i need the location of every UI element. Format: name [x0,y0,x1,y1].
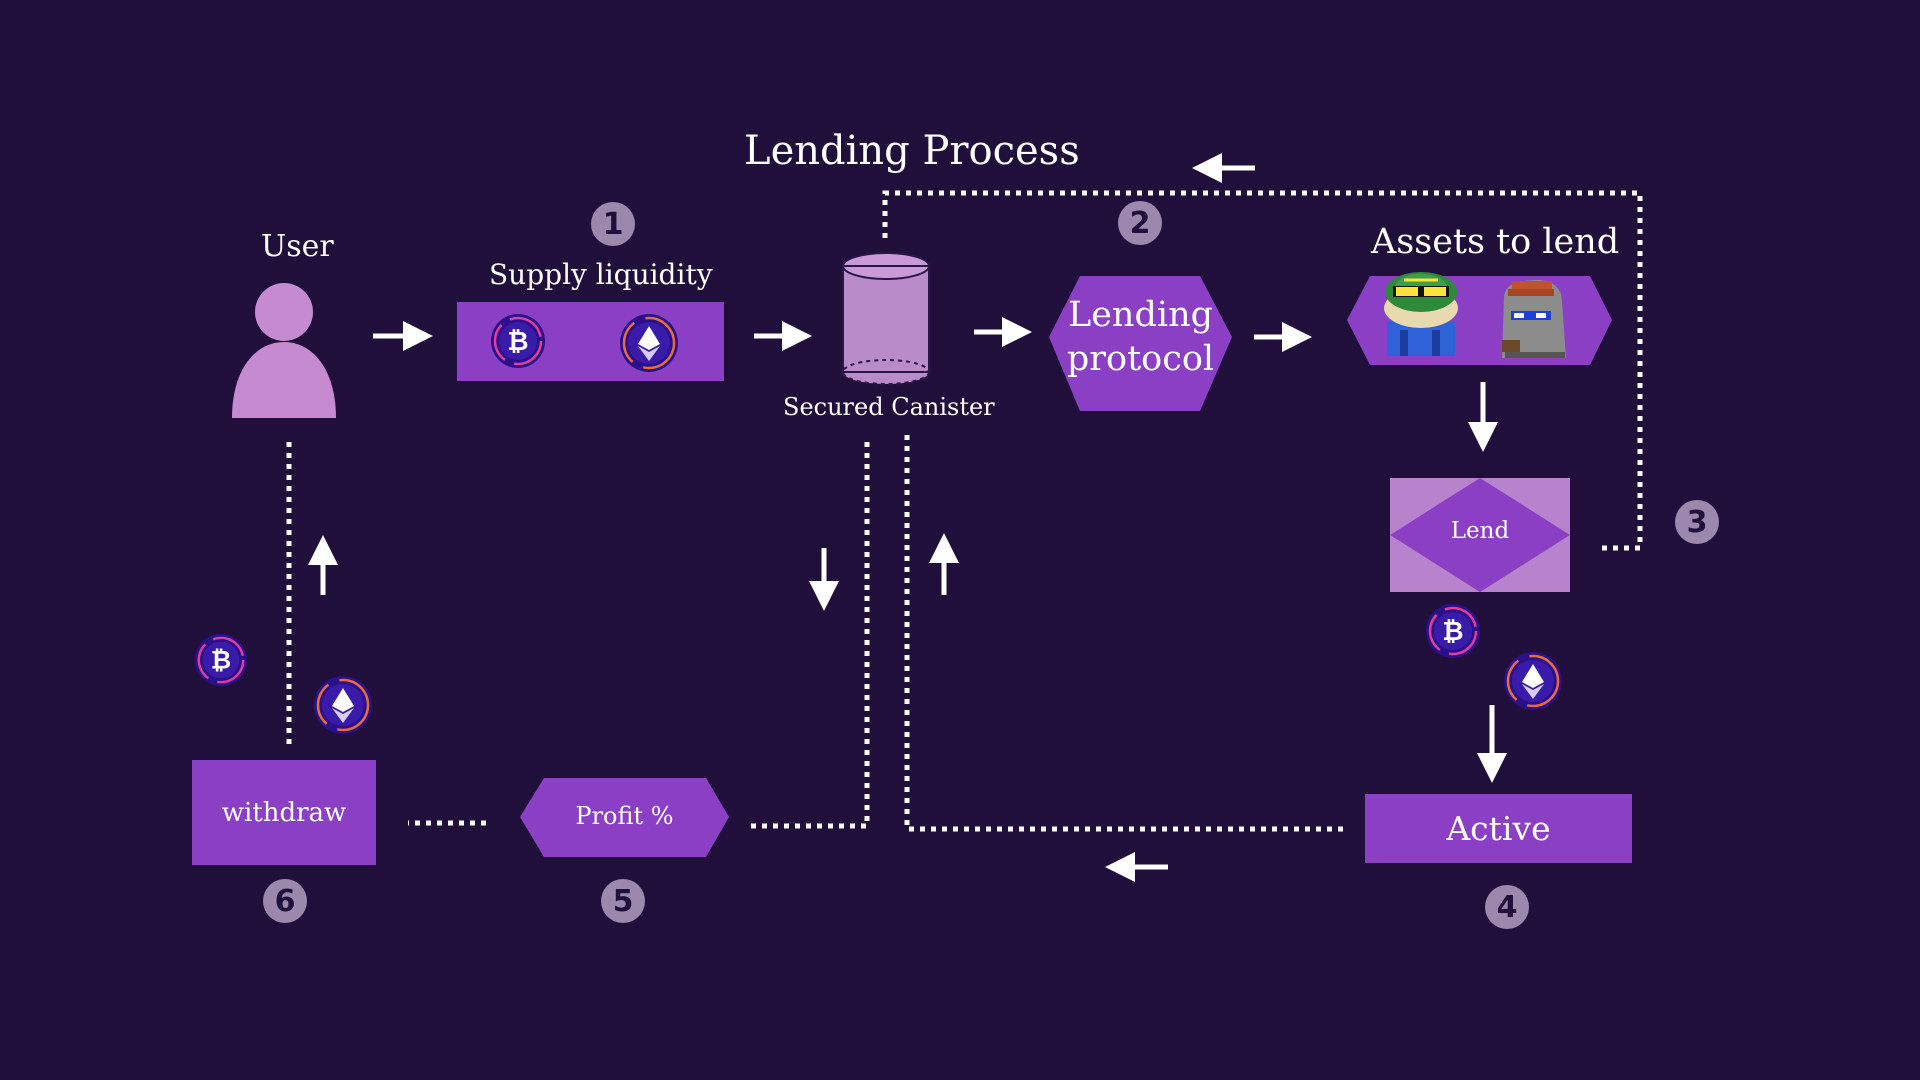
profit-label: Profit % [575,802,674,830]
lending-protocol-hexagon [1049,276,1232,411]
svg-text:₿: ₿ [507,327,528,357]
flow-arrows [308,153,1507,882]
supply-liquidity-label: Supply liquidity [489,258,713,291]
frog-nft-icon [1384,272,1458,356]
bitcoin-icon: ₿ [1426,604,1480,658]
ethereum-icon [620,314,678,372]
dotted-connectors [286,190,1643,832]
canister-icon [842,252,930,385]
step-badge-2: 2 [1118,201,1162,245]
protocol-label-line2: protocol [1066,339,1215,379]
step-badge-5: 5 [601,879,645,923]
step-badge-6: 6 [263,879,307,923]
user-icon [232,283,336,418]
user-label: User [261,229,334,264]
step-badge-4: 4 [1485,885,1529,929]
protocol-label-line1: Lending [1067,295,1214,335]
secured-canister-label: Secured Canister [783,393,995,421]
loop-line-top [882,190,1643,551]
step-badge-1: 1 [591,202,635,246]
profit-hexagon [520,778,729,857]
ethereum-icon [1504,652,1562,710]
svg-text:₿: ₿ [211,646,231,675]
active-to-canister-line [904,432,1343,832]
canister-to-profit-line [748,442,870,829]
svg-text:₿: ₿ [1442,617,1463,647]
diagram-title: Lending Process [744,128,1080,174]
lend-label: Lend [1450,518,1510,544]
lend-diamond [1390,478,1570,592]
protocol-label: Lending protocol [1049,293,1232,381]
assets-to-lend-label: Assets to lend [1371,222,1620,262]
bitcoin-icon: ₿ [194,633,248,687]
bitcoin-icon: ₿ [491,314,545,368]
withdraw-box: withdraw [192,760,376,865]
active-box: Active [1365,794,1632,863]
ethereum-icon [314,676,372,734]
step-badge-3: 3 [1675,500,1719,544]
rock-nft-icon [1502,280,1566,358]
